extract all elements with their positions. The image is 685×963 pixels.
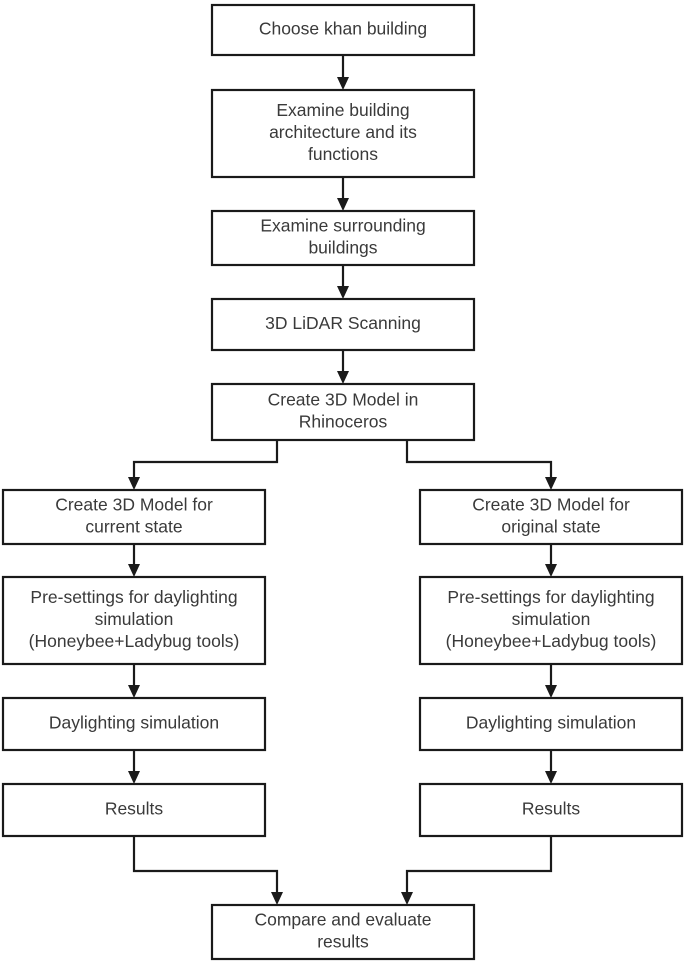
edge-pre-settings-to-simulation-original <box>545 664 557 698</box>
edges-layer <box>128 55 557 905</box>
arrowhead-icon <box>337 286 349 299</box>
node-label: 3D LiDAR Scanning <box>265 313 421 333</box>
node-pre-settings-original[interactable]: Pre-settings for daylightingsimulation(H… <box>418 575 684 666</box>
arrowhead-icon <box>337 198 349 211</box>
edge-results-current-to-compare <box>132 836 283 905</box>
node-label: (Honeybee+Ladybug tools) <box>446 631 657 651</box>
edge-rhinoceros-to-current-state <box>128 440 279 490</box>
node-label: Create 3D Model for <box>55 495 213 515</box>
node-results-current[interactable]: Results <box>1 782 267 838</box>
arrowhead-icon <box>128 477 140 490</box>
arrowhead-icon <box>545 771 557 784</box>
node-lidar-scanning[interactable]: 3D LiDAR Scanning <box>210 297 476 352</box>
node-box[interactable] <box>210 297 476 352</box>
node-box[interactable] <box>418 488 684 546</box>
node-box[interactable] <box>1 575 267 666</box>
arrowhead-icon <box>337 371 349 384</box>
node-box[interactable] <box>210 903 476 961</box>
node-box[interactable] <box>210 209 476 267</box>
node-label: Pre-settings for daylighting <box>30 587 237 607</box>
arrowhead-icon <box>545 477 557 490</box>
node-box[interactable] <box>418 782 684 838</box>
edge-choose-to-examine-architecture <box>337 55 349 90</box>
node-box[interactable] <box>418 696 684 752</box>
node-label: simulation <box>512 609 591 629</box>
node-label: Examine building <box>276 100 409 120</box>
edge-original-state-to-pre-settings <box>545 544 557 577</box>
edge-pre-settings-to-simulation-current <box>128 664 140 698</box>
node-label: Daylighting simulation <box>49 713 219 733</box>
node-label: Compare and evaluate <box>254 910 431 930</box>
node-label: Rhinoceros <box>299 412 388 432</box>
node-label: Daylighting simulation <box>466 713 636 733</box>
node-label: Results <box>105 799 164 819</box>
node-label: Pre-settings for daylighting <box>447 587 654 607</box>
node-label: simulation <box>95 609 174 629</box>
edge-rhinoceros-to-original-state <box>405 440 557 490</box>
node-box[interactable] <box>418 575 684 666</box>
node-box[interactable] <box>1 782 267 838</box>
node-label: results <box>317 932 369 952</box>
node-label: Create 3D Model in <box>268 390 419 410</box>
node-label: Choose khan building <box>259 19 427 39</box>
node-label: functions <box>308 144 378 164</box>
node-daylighting-simulation-original[interactable]: Daylighting simulation <box>418 696 684 752</box>
edge-results-original-to-compare <box>401 836 553 905</box>
arrowhead-icon <box>401 892 413 905</box>
arrowhead-icon <box>545 685 557 698</box>
edge-lidar-to-rhinoceros <box>337 350 349 384</box>
node-label: (Honeybee+Ladybug tools) <box>29 631 240 651</box>
node-box[interactable] <box>1 488 267 546</box>
node-choose-khan-building[interactable]: Choose khan building <box>210 3 476 57</box>
node-box[interactable] <box>210 88 476 179</box>
edge-line <box>405 440 553 477</box>
arrowhead-icon <box>128 771 140 784</box>
edge-line <box>405 836 553 892</box>
node-label: Create 3D Model for <box>472 495 630 515</box>
edge-current-state-to-pre-settings <box>128 544 140 577</box>
node-box[interactable] <box>210 3 476 57</box>
node-label: architecture and its <box>269 122 417 142</box>
arrowhead-icon <box>337 77 349 90</box>
edge-surrounding-to-lidar <box>337 265 349 299</box>
node-label: buildings <box>308 238 377 258</box>
node-box[interactable] <box>210 382 476 442</box>
arrowhead-icon <box>271 892 283 905</box>
edge-simulation-to-results-original <box>545 750 557 784</box>
node-label: Examine surrounding <box>260 216 425 236</box>
edge-line <box>132 440 279 477</box>
edge-line <box>132 836 279 892</box>
node-pre-settings-current[interactable]: Pre-settings for daylightingsimulation(H… <box>1 575 267 666</box>
node-daylighting-simulation-current[interactable]: Daylighting simulation <box>1 696 267 752</box>
node-label: Results <box>522 799 581 819</box>
arrowhead-icon <box>128 564 140 577</box>
edge-simulation-to-results-current <box>128 750 140 784</box>
node-box[interactable] <box>1 696 267 752</box>
arrowhead-icon <box>545 564 557 577</box>
node-label: current state <box>85 517 182 537</box>
node-label: original state <box>501 517 600 537</box>
edge-architecture-to-surrounding <box>337 177 349 211</box>
node-results-original[interactable]: Results <box>418 782 684 838</box>
arrowhead-icon <box>128 685 140 698</box>
